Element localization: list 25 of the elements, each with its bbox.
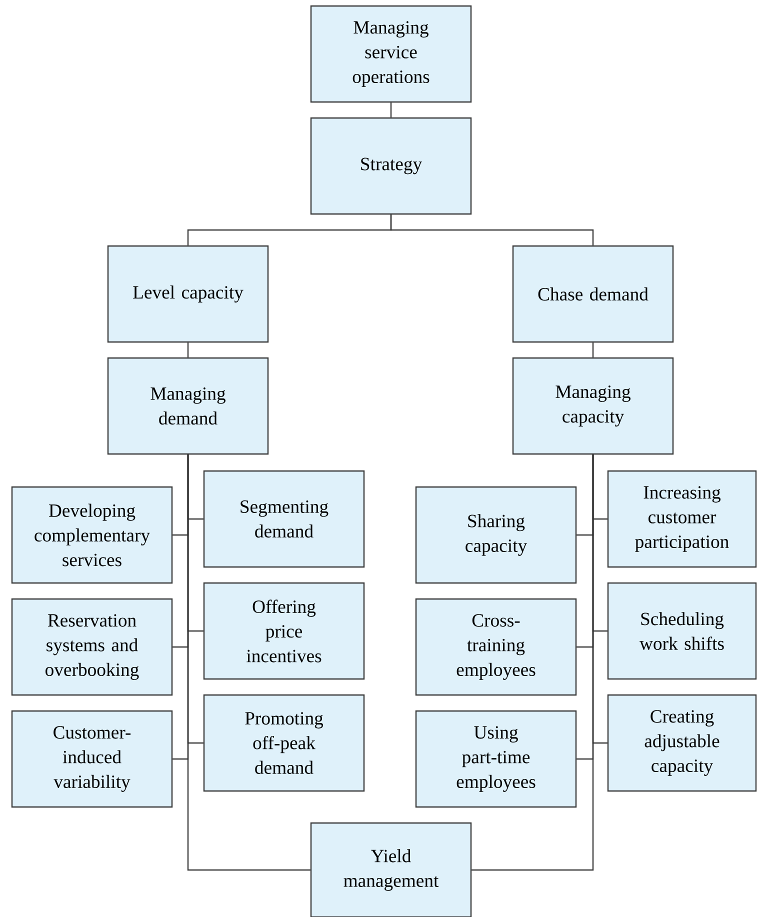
process-box: Reservation systems and overbooking bbox=[11, 598, 173, 696]
process-box: Cross-training employees bbox=[415, 598, 577, 696]
process-box: Segmenting demand bbox=[203, 470, 365, 568]
process-box: Using part-time employees bbox=[415, 710, 577, 808]
process-box: Offering price incentives bbox=[203, 582, 365, 680]
process-box: Developing complementary services bbox=[11, 486, 173, 584]
process-box: Yield management bbox=[310, 822, 472, 917]
process-box: Strategy bbox=[310, 117, 472, 215]
process-box: Promoting off-peak demand bbox=[203, 694, 365, 792]
process-box: Increasing customer participation bbox=[607, 470, 757, 568]
connector-line bbox=[390, 214, 594, 246]
process-box: Creating adjustable capacity bbox=[607, 694, 757, 792]
process-box: Customer-induced variability bbox=[11, 710, 173, 808]
process-box: Chase demand bbox=[512, 245, 674, 343]
process-box: Sharing capacity bbox=[415, 486, 577, 584]
process-box: Managing service operations bbox=[310, 5, 472, 103]
connector-line bbox=[390, 102, 392, 118]
process-box: Level capacity bbox=[107, 245, 269, 343]
process-box: Managing capacity bbox=[512, 357, 674, 455]
process-box: Scheduling work shifts bbox=[607, 582, 757, 680]
process-box: Managing demand bbox=[107, 357, 269, 455]
connector-line bbox=[187, 342, 189, 358]
connector-line bbox=[187, 454, 310, 871]
connector-line bbox=[592, 342, 594, 358]
connector-line bbox=[472, 454, 594, 871]
